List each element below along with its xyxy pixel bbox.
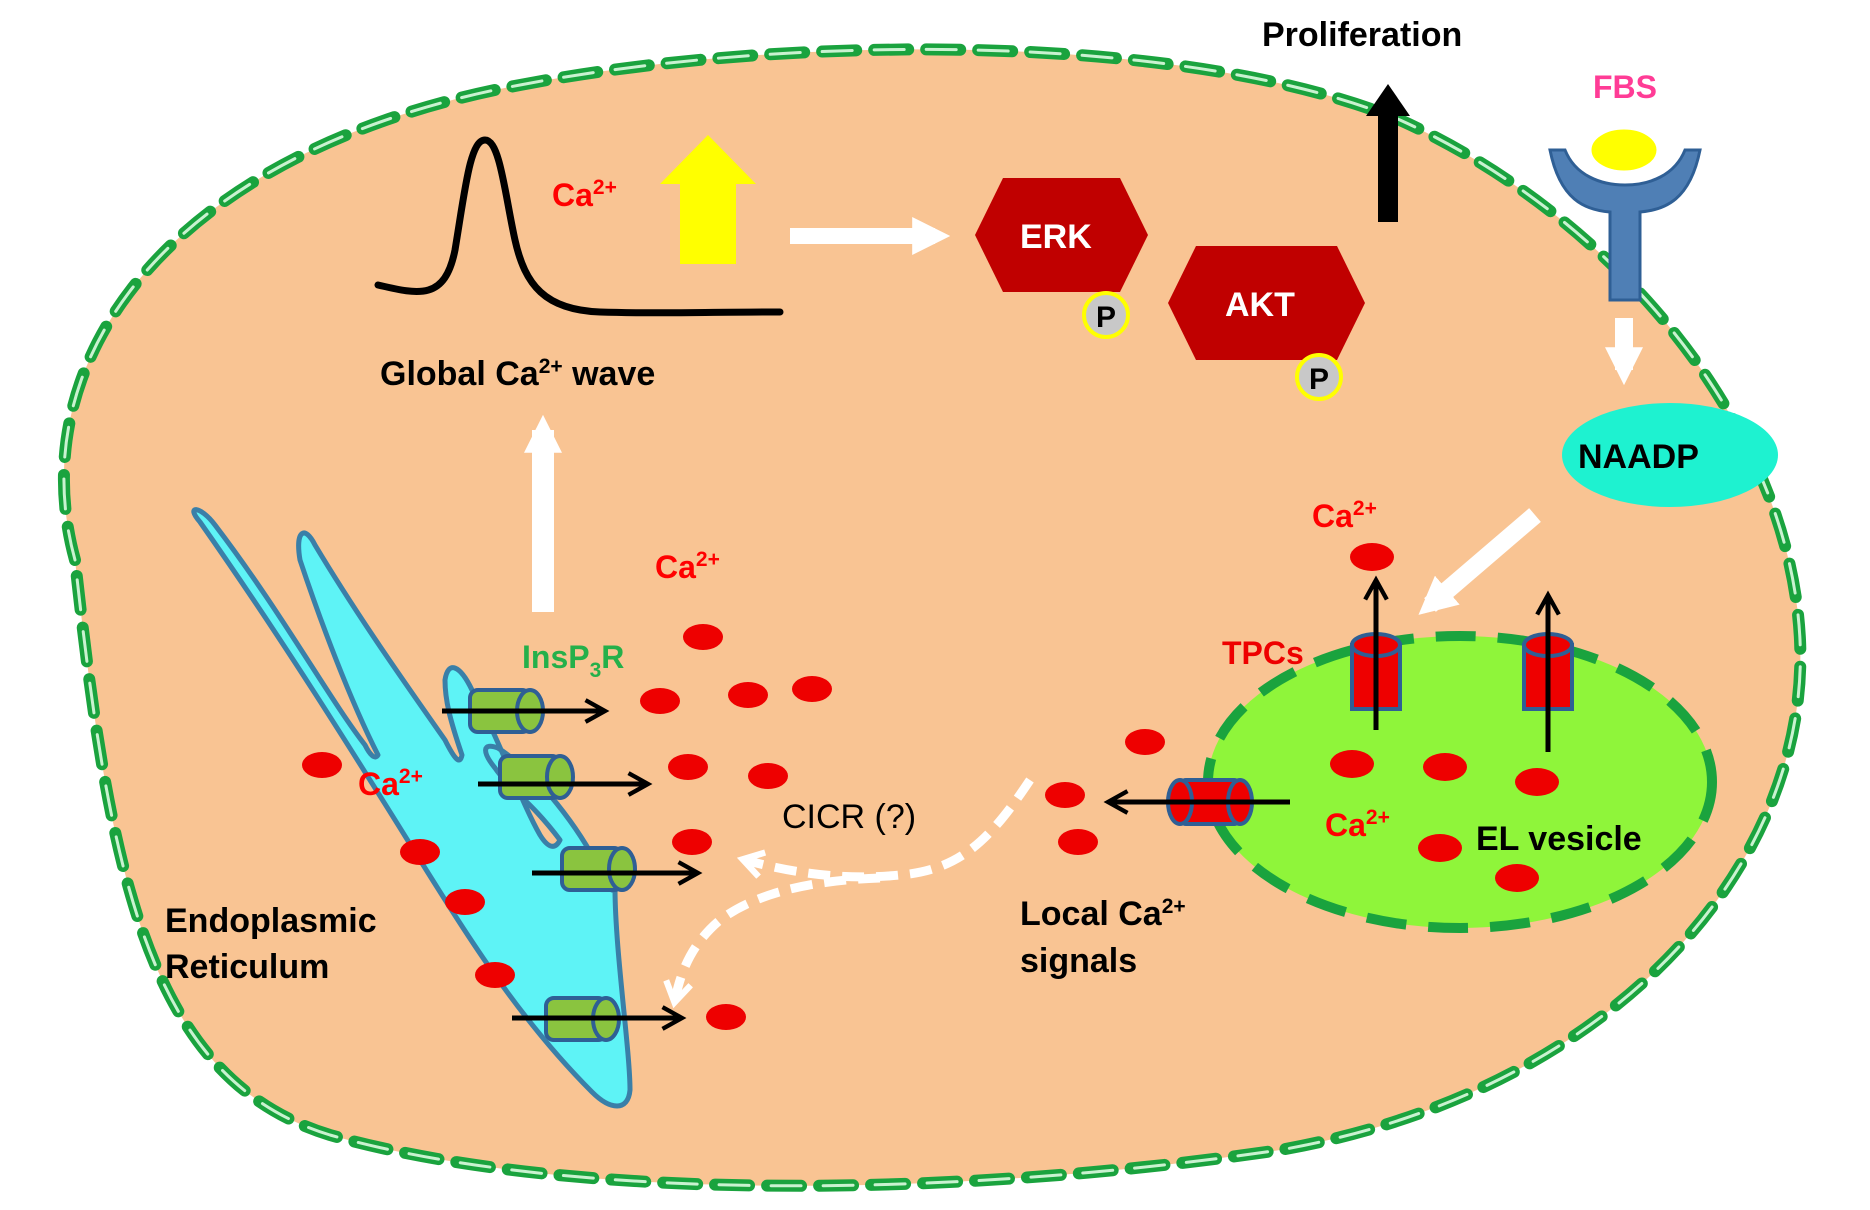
insp3r-channel xyxy=(560,846,637,892)
naadp-to-tpc-arrow xyxy=(1418,508,1541,615)
fbs-label: FBS xyxy=(1593,69,1657,105)
er-label-line2: Reticulum xyxy=(165,948,329,986)
fbs-ligand xyxy=(1588,126,1660,174)
global-ca-wave-label: Global Ca2+ wave xyxy=(380,355,655,393)
calcium-increase-arrow xyxy=(660,135,756,264)
ca-dot xyxy=(748,763,788,789)
erk-label: ERK xyxy=(1020,218,1092,256)
global-ca-wave-trace xyxy=(374,136,784,317)
ca-dot xyxy=(445,889,485,915)
cicr-dashed-arrow-lower xyxy=(675,873,881,1000)
ca-dot xyxy=(400,839,440,865)
el-vesicle-label: EL vesicle xyxy=(1476,820,1642,858)
cicr-label: CICR (?) xyxy=(782,798,916,836)
erk-phospho-circle xyxy=(1082,291,1130,339)
er-ca-label: Ca2+ xyxy=(358,765,423,802)
naadp-ellipse xyxy=(1562,403,1778,507)
akt-phospho-label: P xyxy=(1309,363,1329,396)
ca-dot xyxy=(1418,834,1462,862)
ca-dot xyxy=(792,676,832,702)
ca-dot xyxy=(706,1004,746,1030)
ca-dot xyxy=(668,754,708,780)
local-ca-signals-label: Local Ca2+ xyxy=(1020,895,1186,933)
ca-dot xyxy=(1423,753,1467,781)
ca-dot xyxy=(1330,750,1374,778)
ca-dot xyxy=(475,962,515,988)
akt-phospho-circle xyxy=(1295,353,1343,401)
ca-dot xyxy=(1495,864,1539,892)
er-calcium-dots xyxy=(302,752,515,988)
ca-dot xyxy=(1125,729,1165,755)
ca-dot xyxy=(1058,829,1098,855)
erk-phospho-label: P xyxy=(1096,301,1116,334)
cytosolic-calcium-dots xyxy=(640,624,832,1030)
erk-kinase xyxy=(975,178,1148,292)
ca-dot-released xyxy=(1350,543,1394,571)
cell-membrane-inner xyxy=(62,47,1802,1188)
insp3r-channel xyxy=(498,754,575,800)
insp3r-label: InsP3R xyxy=(522,639,624,682)
akt-kinase xyxy=(1168,246,1365,360)
akt-label: AKT xyxy=(1225,286,1295,324)
fbs-receptor xyxy=(1548,126,1702,302)
ca-dot xyxy=(728,682,768,708)
cytosol-ca-label: Ca2+ xyxy=(655,548,720,585)
er-label-line1: Endoplasmic xyxy=(165,902,377,940)
ca-dot xyxy=(1515,768,1559,796)
vesicle-calcium-dots xyxy=(1330,750,1559,892)
proliferation-arrow xyxy=(1366,84,1410,222)
local-calcium-dots xyxy=(1045,729,1165,855)
global-ca-label-top: Ca2+ xyxy=(552,176,617,213)
naadp-label: NAADP xyxy=(1578,438,1699,476)
ca-dot xyxy=(683,624,723,650)
ca-dot xyxy=(302,752,342,778)
vesicle-ca-label: Ca2+ xyxy=(1325,806,1390,843)
el-vesicle xyxy=(1208,636,1712,928)
local-ca-signals-label-line2: signals xyxy=(1020,942,1137,980)
ca-dot xyxy=(672,829,712,855)
ca-dot xyxy=(1045,782,1085,808)
endoplasmic-reticulum xyxy=(191,507,633,1109)
ca-dot xyxy=(640,688,680,714)
tpcs-label: TPCs xyxy=(1222,635,1304,671)
proliferation-label: Proliferation xyxy=(1262,16,1462,54)
released-ca-label: Ca2+ xyxy=(1312,497,1377,534)
